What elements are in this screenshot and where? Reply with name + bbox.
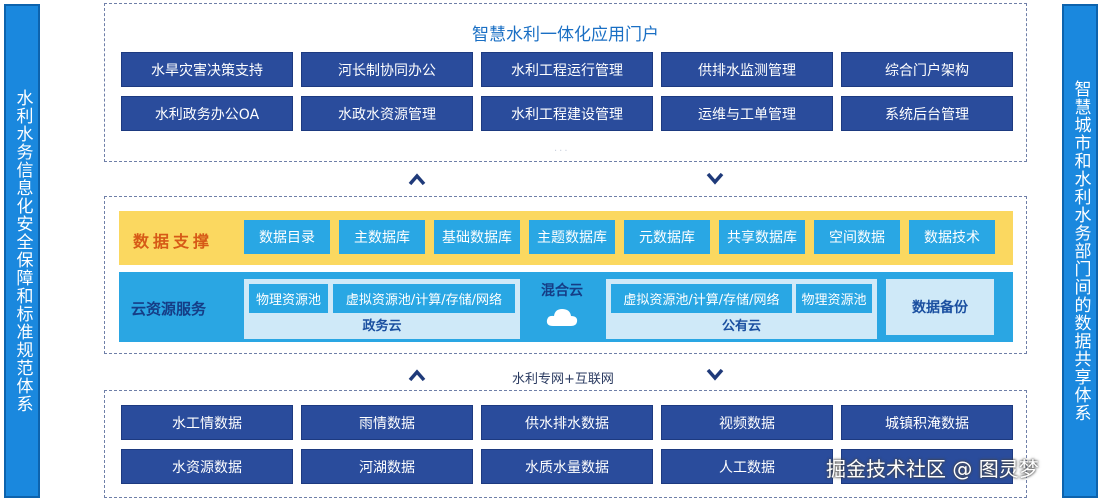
data-source-tile: 水质水量数据 (481, 449, 653, 484)
data-support-item: 元数据库 (624, 220, 710, 254)
data-support-item: 数据目录 (244, 220, 330, 254)
public-cloud-item: 物理资源池 (796, 284, 872, 313)
left-banner: 水利水务信息化安全保障和标准规范体系 (4, 4, 40, 498)
mixed-cloud: 混合云 (519, 276, 605, 338)
data-support-item: 共享数据库 (719, 220, 805, 254)
portal-title: 智慧水利一体化应用门户 (472, 25, 659, 45)
network-label: 水利专网+互联网 (512, 372, 614, 387)
data-source-tile: 城镇积淹数据 (841, 405, 1013, 440)
public-cloud-item: 虚拟资源池/计算/存储/网络 (611, 284, 792, 313)
portal-app-tile: 水利工程建设管理 (481, 96, 653, 131)
portal-app-tile: 水利政务办公OA (121, 96, 293, 131)
data-source-tile: 水资源数据 (121, 449, 293, 484)
more-dots: ... (554, 143, 570, 154)
chevron-up-icon (408, 369, 426, 382)
data-source-tile: 河湖数据 (301, 449, 473, 484)
cloud-icon (546, 309, 578, 326)
gov-cloud-item: 物理资源池 (249, 284, 328, 313)
data-support-item: 主题数据库 (529, 220, 615, 254)
data-source-tile: 供水排水数据 (481, 405, 653, 440)
data-support-row: 数据支撑 数据目录 主数据库 基础数据库 主题数据库 元数据库 共享数据库 空间… (119, 211, 1013, 265)
right-banner: 智慧城市和水利水务部门间的数据共享体系 (1062, 4, 1098, 498)
chevron-down-icon (706, 368, 724, 381)
portal-app-tile: 系统后台管理 (841, 96, 1013, 131)
data-source-tile: 视频数据 (661, 405, 833, 440)
data-source-tile: 雨情数据 (301, 405, 473, 440)
data-source-tile (841, 449, 1013, 484)
data-support-item: 空间数据 (814, 220, 900, 254)
gov-cloud-box: 物理资源池 虚拟资源池/计算/存储/网络 政务云 (244, 279, 520, 339)
portal-app-tile: 综合门户架构 (841, 52, 1013, 87)
portal-app-tile: 水利工程运行管理 (481, 52, 653, 87)
watermark: 掘金技术社区 @ 图灵梦 (826, 457, 1039, 481)
chevron-up-icon (408, 173, 426, 186)
portal-section: 智慧水利一体化应用门户 水旱灾害决策支持 河长制协同办公 水利工程运行管理 供排… (104, 3, 1027, 162)
data-source-tile: 水工情数据 (121, 405, 293, 440)
portal-app-tile: 水政水资源管理 (301, 96, 473, 131)
chevron-down-icon (706, 172, 724, 185)
gov-cloud-name: 政务云 (362, 319, 402, 334)
gov-cloud-item: 虚拟资源池/计算/存储/网络 (333, 284, 515, 313)
cloud-services-row: 云资源服务 物理资源池 虚拟资源池/计算/存储/网络 政务云 混合云 虚拟资源池… (119, 272, 1013, 342)
data-support-item: 数据技术 (909, 220, 995, 254)
data-backup-box: 数据备份 (886, 279, 994, 335)
data-support-item: 主数据库 (339, 220, 425, 254)
data-support-item: 基础数据库 (434, 220, 520, 254)
public-cloud-name: 公有云 (721, 319, 761, 334)
portal-app-tile: 供排水监测管理 (661, 52, 833, 87)
cloud-services-label: 云资源服务 (131, 300, 207, 318)
public-cloud-box: 虚拟资源池/计算/存储/网络 物理资源池 公有云 (606, 279, 877, 339)
data-source-tile: 人工数据 (661, 449, 833, 484)
mixed-cloud-label: 混合云 (541, 283, 583, 299)
left-banner-text: 水利水务信息化安全保障和标准规范体系 (12, 89, 33, 413)
portal-app-tile: 河长制协同办公 (301, 52, 473, 87)
data-support-label: 数据支撑 (133, 232, 214, 251)
right-banner-text: 智慧城市和水利水务部门间的数据共享体系 (1070, 80, 1091, 422)
portal-app-tile: 水旱灾害决策支持 (121, 52, 293, 87)
data-sources-section: 水工情数据 雨情数据 供水排水数据 视频数据 城镇积淹数据 水资源数据 河湖数据… (104, 390, 1027, 498)
portal-app-tile: 运维与工单管理 (661, 96, 833, 131)
